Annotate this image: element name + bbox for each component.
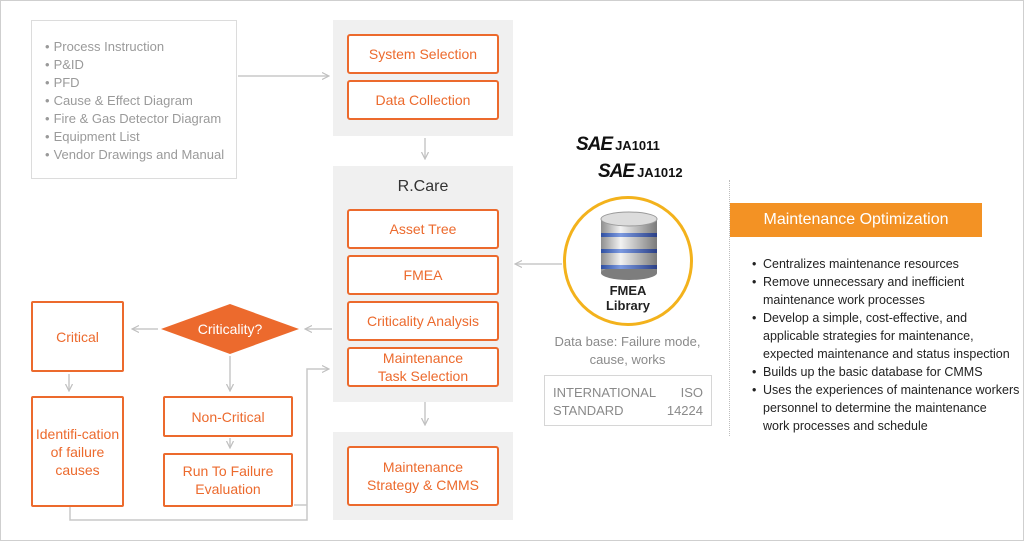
database-description: Data base: Failure mode, cause, works <box>545 333 710 369</box>
run-to-failure-box: Run To Failure Evaluation <box>163 453 293 507</box>
iso-text: STANDARD <box>553 403 624 418</box>
criticality-analysis-box: Criticality Analysis <box>347 301 499 341</box>
fmea-library-label: FMEA Library <box>566 283 690 313</box>
input-document-item: Vendor Drawings and Manual <box>45 146 236 164</box>
feedback-line <box>69 369 328 521</box>
optimization-line: Remove unnecessary and inefficient <box>763 275 965 289</box>
sae-code: JA1012 <box>637 165 683 180</box>
iso-standard-box: INTERNATIONAL ISO STANDARD 14224 <box>544 375 712 426</box>
input-document-item: P&ID <box>45 56 236 74</box>
optimization-bullet: Uses the experiences of maintenance work… <box>750 381 1022 435</box>
optimization-bullet: Centralizes maintenance resources <box>750 255 1022 273</box>
input-document-item: Process Instruction <box>45 38 236 56</box>
non-critical-box: Non-Critical <box>163 396 293 437</box>
maintenance-strategy-line: Strategy & CMMS <box>366 477 480 493</box>
iso-text: ISO <box>680 385 703 400</box>
identification-line: Identifi-cation <box>35 425 120 442</box>
optimization-line: expected maintenance and status inspecti… <box>763 347 1010 361</box>
optimization-line: Centralizes maintenance resources <box>763 257 959 271</box>
optimization-line: personnel to determine the maintenance <box>763 401 987 415</box>
fmea-library-line: Library <box>605 298 651 313</box>
fmea-box: FMEA <box>347 255 499 295</box>
input-document-item: Cause & Effect Diagram <box>45 92 236 110</box>
optimization-line: Builds up the basic database for CMMS <box>763 365 983 379</box>
data-collection-box: Data Collection <box>347 80 499 120</box>
maintenance-task-selection-box: Maintenance Task Selection <box>347 347 499 387</box>
optimization-line: applicable strategies for maintenance, <box>763 329 974 343</box>
database-icon <box>600 211 658 280</box>
maintenance-optimization-list: Centralizes maintenance resources Remove… <box>750 255 1022 435</box>
optimization-line: Develop a simple, cost-effective, and <box>763 311 968 325</box>
optimization-line: Uses the experiences of maintenance work… <box>763 383 1020 397</box>
identification-line: causes <box>55 461 100 478</box>
non-critical-label: Non-Critical <box>191 408 265 425</box>
optimization-bullet: Remove unnecessary and inefficient maint… <box>750 273 1022 309</box>
fmea-library-line: FMEA <box>609 283 647 298</box>
database-description-line: Data base: Failure mode, <box>554 334 701 349</box>
sae-logo-mark: SAE <box>576 134 613 155</box>
iso-text: 14224 <box>666 403 703 418</box>
maintenance-task-selection-line: Maintenance <box>382 350 464 366</box>
critical-box: Critical <box>31 301 124 372</box>
identification-line: of failure <box>50 443 105 460</box>
critical-label: Critical <box>56 328 99 345</box>
optimization-line: work processes and schedule <box>763 419 928 433</box>
run-to-failure-line: Evaluation <box>195 481 261 497</box>
data-collection-label: Data Collection <box>375 92 471 108</box>
sae-code: JA1011 <box>615 138 660 153</box>
maintenance-strategy-line: Maintenance <box>382 459 464 475</box>
maintenance-task-selection-line: Task Selection <box>377 368 469 384</box>
input-documents-list: Process Instruction P&ID PFD Cause & Eff… <box>45 38 236 164</box>
input-document-item: Equipment List <box>45 128 236 146</box>
system-selection-box: System Selection <box>347 34 499 74</box>
rcare-title: R.Care <box>397 178 449 195</box>
optimization-bullet: Develop a simple, cost-effective, and ap… <box>750 309 1022 363</box>
sae-ja1012-logo: SAE JA1012 <box>598 161 683 183</box>
criticality-decision-diamond <box>161 304 299 354</box>
section-divider <box>729 180 730 436</box>
input-documents-box: Process Instruction P&ID PFD Cause & Eff… <box>31 20 237 179</box>
identification-box: Identifi-cation of failure causes <box>31 396 124 507</box>
maintenance-strategy-box: Maintenance Strategy & CMMS <box>347 446 499 506</box>
run-to-failure-line: Run To Failure <box>182 463 274 479</box>
optimization-bullet: Builds up the basic database for CMMS <box>750 363 1022 381</box>
fmea-library-circle: FMEA Library <box>563 196 693 326</box>
sae-ja1011-logo: SAE JA1011 <box>576 134 660 156</box>
input-document-item: PFD <box>45 74 236 92</box>
sae-logo-mark: SAE <box>598 161 635 182</box>
criticality-decision-label: Criticality? <box>197 321 263 337</box>
fmea-label: FMEA <box>403 267 443 283</box>
optimization-line: maintenance work processes <box>763 293 925 307</box>
maintenance-optimization-title: Maintenance Optimization <box>730 203 982 237</box>
criticality-analysis-label: Criticality Analysis <box>366 313 480 329</box>
asset-tree-label: Asset Tree <box>389 221 457 237</box>
system-selection-label: System Selection <box>368 46 478 62</box>
database-description-line: cause, works <box>589 352 666 367</box>
asset-tree-box: Asset Tree <box>347 209 499 249</box>
iso-text: INTERNATIONAL <box>553 385 657 400</box>
input-document-item: Fire & Gas Detector Diagram <box>45 110 236 128</box>
